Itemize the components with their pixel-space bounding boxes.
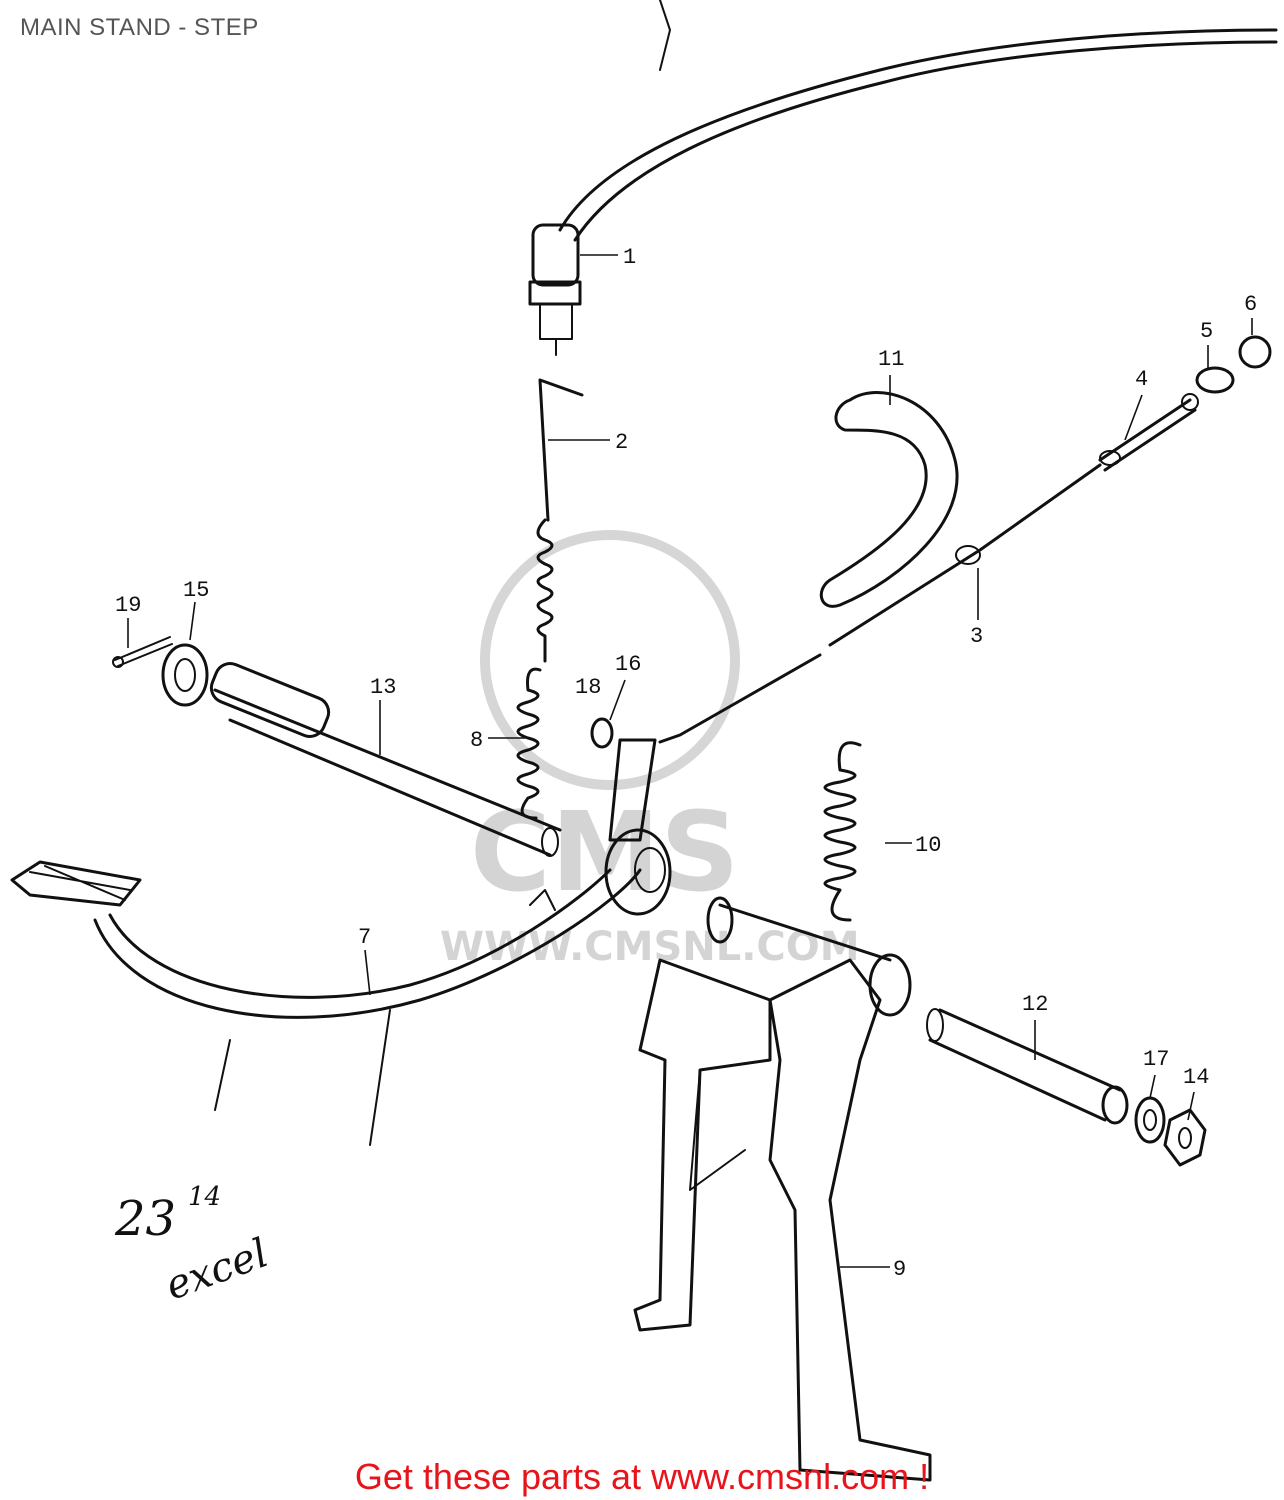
part-6-nut: [1238, 335, 1272, 369]
part-9-main-stand: [633, 896, 932, 1482]
part-label-9: 9: [893, 1257, 906, 1282]
part-4-spring: [1098, 393, 1199, 472]
part-16-18-pin: [590, 717, 614, 749]
part-label-16: 16: [615, 652, 641, 677]
part-14-nut: [1163, 1108, 1207, 1167]
part-2-rod: [538, 378, 584, 522]
watermark: CMS WWW.CMSNL.COM: [440, 530, 860, 970]
part-1-switch: [528, 0, 1278, 356]
part-labels: 1 2 3 4 5 6 7 8 9 10 11 12 13 14 15 16 1…: [115, 245, 1257, 1282]
part-label-14: 14: [1183, 1065, 1209, 1090]
handwritten-note: 23 14 excel: [114, 1182, 274, 1309]
part-label-7: 7: [358, 925, 371, 950]
part-label-1: 1: [623, 245, 636, 270]
part-label-17: 17: [1143, 1047, 1169, 1072]
part-5-collar: [1195, 366, 1235, 394]
watermark-logo-text: CMS: [470, 788, 739, 916]
part-label-8: 8: [470, 728, 483, 753]
handwritten-note-number: 23: [114, 1191, 176, 1247]
part-13-shaft: [209, 662, 562, 857]
part-17-washer: [1134, 1096, 1166, 1144]
part-label-13: 13: [370, 675, 396, 700]
footer-link[interactable]: Get these parts at www.cmsnl.com !: [354, 1456, 930, 1497]
part-7-pedal: [10, 738, 672, 1146]
part-label-3: 3: [970, 624, 983, 649]
part-15-washer: [161, 643, 209, 707]
part-label-11: 11: [878, 347, 904, 372]
part-12-shaft: [926, 1008, 1129, 1125]
part-11-bracket: [819, 391, 959, 608]
part-label-18: 18: [575, 675, 601, 700]
part-10-spring: [823, 741, 862, 922]
part-label-19: 19: [115, 593, 141, 618]
handwritten-note-superscript: 14: [188, 1182, 221, 1212]
part-label-5: 5: [1200, 319, 1213, 344]
part-label-2: 2: [615, 430, 628, 455]
part-19-cotter-pin: [112, 636, 173, 668]
part-label-4: 4: [1135, 367, 1148, 392]
part-label-15: 15: [183, 578, 209, 603]
part-label-12: 12: [1022, 992, 1048, 1017]
part-8-spring: [516, 667, 542, 820]
page-title: MAIN STAND - STEP: [20, 14, 259, 41]
part-label-6: 6: [1244, 292, 1257, 317]
leader-lines: [127, 254, 1253, 1268]
handwritten-note-word: excel: [160, 1230, 275, 1309]
part-3-cable: [658, 463, 1102, 744]
part-label-10: 10: [915, 833, 941, 858]
spring-upper: [536, 518, 554, 663]
